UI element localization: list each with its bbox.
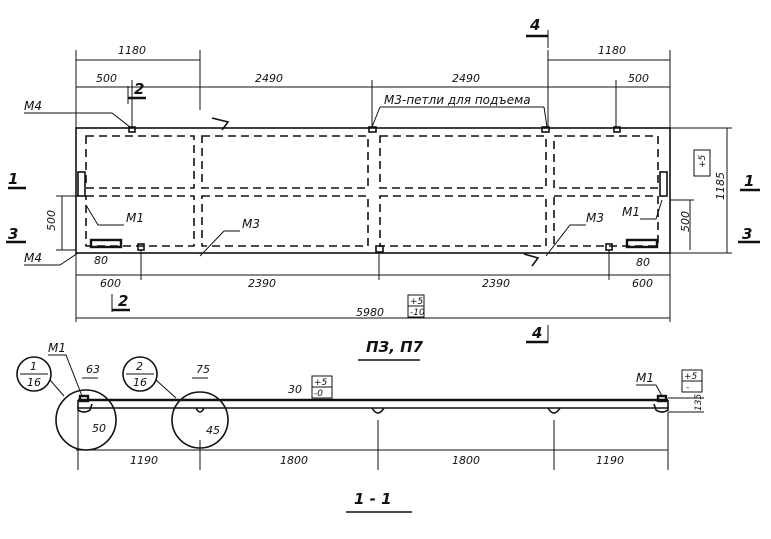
m1-plate-right [625,238,659,249]
label-m4-top: М4 [24,99,42,113]
section-m1-right-plate [656,394,668,403]
label-m1-left: М1 [126,211,144,225]
mark-2-top: 2 [134,80,144,98]
dim-top-sub-right: 500 [628,72,649,85]
dim-bottom-end-right: 600 [632,277,653,290]
slab-tol-lower: -0 [314,389,323,399]
slab-tol-upper: +5 [314,378,328,388]
dim-depth-left: 50 [92,422,106,435]
dim-left-height: 500 [45,210,58,231]
callout-2-number: 2 [136,360,143,373]
lifting-loop-symbol-right [523,253,540,267]
callout-2-sheet: 16 [133,376,147,389]
dim-top-end-right: 1180 [598,44,626,57]
m3-loop-top-right [541,126,550,133]
height-tol-lower: - [686,383,689,393]
section-title: 1 - 1 [354,490,392,508]
mark-4-bottom: 4 [531,324,542,342]
dim-section-seg2: 1800 [280,454,308,467]
label-m3-lifting-note: М3-петли для подъема [384,93,531,107]
end-insert-right [659,171,668,197]
label-m3-left: М3 [242,217,260,231]
m4-plate-bottom [137,243,145,251]
dim-right-height: 500 [679,211,692,232]
dim-bottom-end-left: 600 [100,277,121,290]
callout-2-bubble [122,356,158,392]
dim-rib-mid: 75 [196,363,210,376]
dim-top-mid-left: 2490 [255,72,283,85]
height-tol-upper: +5 [684,372,698,382]
mark-3-left: 3 [8,225,18,243]
dim-top-sub-left: 500 [96,72,117,85]
dim-top-mid-right: 2490 [452,72,480,85]
plan-labels: М4 М4 М1 М1 М3 М3 М3-петли для подъема [24,93,663,266]
lifting-loop-symbol [211,117,230,131]
dim-rib-left: 63 [86,363,100,376]
section-m1-left-plate [78,394,90,403]
label-m3-right: М3 [586,211,604,225]
dim-right-small: 80 [636,256,650,269]
bottom-dimensions: 600 600 2390 2390 5980 +5 -10 [75,250,671,322]
length-tol-upper: +5 [410,297,424,307]
section-view: 1 16 2 16 63 75 50 45 30 +5 -0 135 +5 - … [16,341,704,513]
dim-total-length: 5980 [356,306,384,319]
width-tolerance-box [693,149,711,177]
dim-top-end-left: 1180 [118,44,146,57]
width-tol-upper: +5 [698,154,708,168]
plan-view: 1180 1180 500 500 2490 2490 600 600 2390… [6,16,760,361]
rib-grid [85,135,659,247]
callout-1-bubble [16,356,52,392]
mark-1-right: 1 [744,172,754,190]
dim-section-seg3: 1800 [452,454,480,467]
callout-1-sheet: 16 [27,376,41,389]
length-tol-lower: -10 [410,308,425,318]
mark-4-top: 4 [529,16,540,34]
dim-left-small: 80 [94,254,108,267]
section-marks: 1 1 3 3 2 2 4 4 [6,16,760,344]
embedded-parts [77,117,668,267]
top-dimensions: 1180 1180 500 500 2490 2490 [75,44,671,128]
plan-title: ПЗ, П7 [366,338,424,356]
m4-plate-bottom-right [605,243,613,251]
m3-loop-bottom-center [375,245,384,253]
m4-plate-top-right [613,126,621,133]
dim-section-height: 135 [694,394,704,411]
dim-slab-thickness: 30 [288,383,302,396]
mark-3-right: 3 [742,225,752,243]
dim-bottom-mid-right: 2390 [482,277,510,290]
dim-depth-mid: 45 [206,424,220,437]
mark-2-bottom: 2 [118,292,128,310]
section-label-m1-right: М1 [636,371,654,385]
side-dimensions: 500 500 1185 +5 80 80 [45,127,732,269]
dim-panel-width: 1185 [714,172,727,200]
label-m1-right: М1 [622,205,640,219]
dim-bottom-mid-left: 2390 [248,277,276,290]
dim-section-seg4: 1190 [596,454,624,467]
m1-plate-left [89,238,123,249]
section-label-m1-left: М1 [48,341,66,355]
mark-1-left: 1 [8,170,18,188]
panel-outline [75,127,671,254]
section-dimensions: 1190 1800 1800 1190 [76,410,669,470]
callout-1-number: 1 [30,360,37,373]
label-m4-bottom: М4 [24,251,42,265]
dim-section-seg1: 1190 [130,454,158,467]
end-insert-left [77,171,86,197]
